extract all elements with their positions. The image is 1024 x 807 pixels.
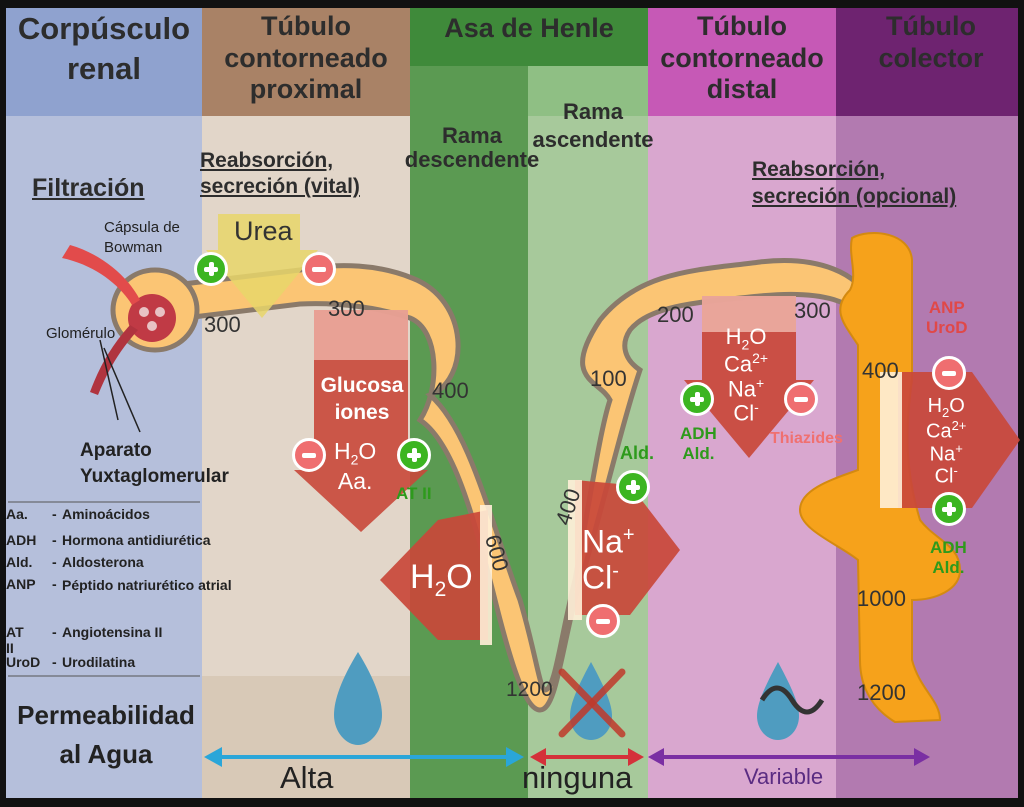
- afferent-arteriole: [62, 245, 140, 305]
- h2o-large-label: H2O: [410, 558, 473, 601]
- header-henle: Asa de Henle: [444, 13, 614, 43]
- osm-1000: 1000: [857, 586, 906, 611]
- plus-icon-at2: [397, 438, 431, 472]
- glomerulo-label: Glomérulo: [46, 325, 116, 342]
- minus-icon-proximal: [292, 438, 326, 472]
- permeability-variable: Variable: [744, 764, 824, 789]
- osm-300-capsule: 300: [204, 312, 241, 337]
- header-distal: Túbulo contorneado distal: [660, 11, 824, 105]
- ald-asc-label: Ald.: [620, 443, 654, 463]
- thiazides-label: Thiazides: [770, 430, 843, 447]
- osm-400-desc: 400: [432, 378, 469, 403]
- water-drop-alta: [334, 652, 382, 745]
- plus-icon-ald-asc: [616, 470, 650, 504]
- urea-arrow: [206, 214, 318, 318]
- header-band-distal: [648, 8, 836, 116]
- header-proximal: Túbulo contorneado proximal: [224, 11, 388, 105]
- plus-icon-adh-distal: [680, 382, 714, 416]
- capsula-label: Cápsula de Bowman: [104, 219, 180, 256]
- nacl-label: Na+ Cl-: [582, 523, 635, 596]
- osm-1200-collector: 1200: [857, 680, 906, 705]
- filtracion-label: Filtración: [32, 174, 145, 202]
- colector-ions-label: H2O Ca2+ Na+ Cl-: [926, 395, 967, 488]
- header-band-colector: [836, 8, 1018, 116]
- minus-icon-nacl: [586, 604, 620, 638]
- permeabilidad-title: Permeabilidad al Agua: [17, 700, 195, 769]
- reabsorcion-opcional-label: Reabsorción, secreción (opcional): [752, 158, 957, 209]
- variable-tilde: [759, 685, 825, 715]
- glomerulus: [128, 294, 176, 342]
- osm-300-proximal: 300: [328, 296, 365, 321]
- minus-icon-urea: [302, 252, 336, 286]
- at2-label: AT II: [396, 484, 432, 503]
- urea-label: Urea: [234, 216, 293, 246]
- minus-icon-thiazides: [784, 382, 818, 416]
- nacl-arrow: [575, 480, 680, 615]
- osm-400-collector: 400: [862, 358, 899, 383]
- aparato-label: Aparato Yuxtaglomerular: [80, 440, 229, 487]
- h2o-arrow: [380, 510, 488, 640]
- header-band-ascendente: [528, 66, 648, 116]
- header-band-proximal: [202, 8, 410, 116]
- minus-icon-anp: [932, 356, 966, 390]
- header-colector: Túbulo colector: [878, 11, 984, 73]
- water-drop-variable: [757, 662, 799, 740]
- osm-200: 200: [657, 302, 694, 327]
- header-band-henle: [410, 8, 648, 66]
- adh-ald-distal-label: ADH Ald.: [680, 424, 717, 463]
- permeability-alta: Alta: [280, 760, 334, 795]
- header-corpusculo: Corpúsculo renal: [17, 11, 191, 87]
- plus-icon-urea: [194, 252, 228, 286]
- adh-ald-colector-label: ADH Ald.: [930, 538, 967, 577]
- osm-100: 100: [590, 366, 627, 391]
- osm-300-distal: 300: [794, 298, 831, 323]
- anp-urod-label: ANP UroD: [926, 298, 968, 337]
- h2o-aa-label: H2O Aa.: [334, 438, 377, 494]
- column-corpusculo: [6, 8, 202, 798]
- subheader-ascendente: Rama ascendente: [532, 99, 654, 153]
- plus-icon-adh-colector: [932, 492, 966, 526]
- header-band-corpusculo: [6, 8, 202, 116]
- subheader-descendente: Rama descendente: [404, 123, 540, 173]
- efferent-arteriole: [90, 325, 138, 395]
- osm-1200-loop: 1200: [506, 678, 553, 701]
- distal-reabsorption-arrow: [684, 296, 814, 458]
- proximal-reabsorption-arrow: [294, 310, 428, 532]
- distal-ions-label: H2O Ca2+ Na+ Cl-: [724, 324, 769, 426]
- reabsorcion-vital-label: Reabsorción, secreción (vital): [200, 149, 360, 199]
- glucosa-label: Glucosa iones: [320, 374, 404, 425]
- collector-reabsorption-arrow: [898, 372, 1020, 508]
- permeability-ninguna: ninguna: [522, 760, 633, 795]
